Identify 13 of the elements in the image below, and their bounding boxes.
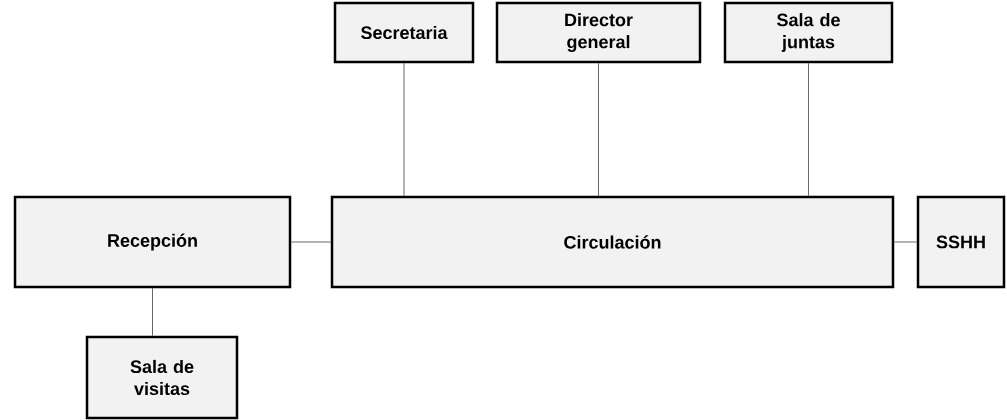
room-box: Director general: [495, 1, 702, 64]
connector-line: [152, 287, 153, 337]
room-box: Sala de juntas: [723, 1, 894, 64]
connector-line: [893, 241, 918, 243]
room-box: Recepción: [13, 195, 292, 289]
room-box: Sala de visitas: [85, 335, 239, 420]
connector-line: [290, 241, 332, 243]
room-box: Circulación: [330, 195, 895, 289]
connector-line: [598, 62, 599, 197]
room-box: SSHH: [916, 195, 1006, 289]
connector-line: [808, 62, 809, 197]
connector-line: [403, 62, 405, 197]
room-box: Secretaria: [333, 1, 475, 64]
